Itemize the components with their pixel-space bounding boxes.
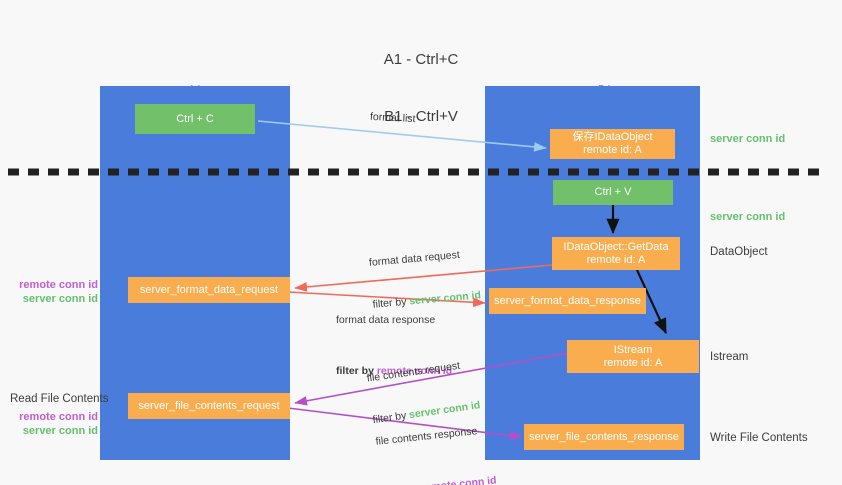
- box-getdata[interactable]: IDataObject::GetData remote id: A: [552, 237, 680, 270]
- edge-label-file-contents-request-text: file contents request: [366, 359, 461, 385]
- right-label-write-file-contents: Write File Contents: [710, 432, 808, 444]
- edge-label-format-data-request-text: format data request: [368, 248, 461, 269]
- box-server-file-contents-request[interactable]: server_file_contents_request: [128, 393, 290, 419]
- box-save-idataobject-line2: remote id: A: [583, 144, 642, 156]
- edge-label-file-contents-response-filter: filter by remote conn id: [380, 473, 497, 485]
- filter-value-2: remote conn id: [376, 365, 453, 377]
- title-line-1: A1 - Ctrl+C: [383, 51, 459, 68]
- edge-label-format-data-response-text: format data response: [336, 314, 436, 326]
- edge-label-format-data-response: format data response filter by remote co…: [336, 285, 452, 406]
- box-save-idataobject-line1: 保存IDataObject: [572, 131, 653, 143]
- right-label-server-conn-id-1: server conn id: [710, 133, 786, 145]
- edge-label-format-data-response-filter: filter by remote conn id: [336, 364, 452, 378]
- box-getdata-line2: remote id: A: [586, 253, 646, 266]
- right-label-istream: Istream: [710, 351, 749, 363]
- left-label-server-conn-id-1: server conn id: [22, 293, 98, 305]
- box-server-file-contents-response[interactable]: server_file_contents_response: [524, 424, 684, 450]
- left-label-group-1: remote conn id server conn id: [10, 278, 98, 306]
- edge-label-format-list: format list: [369, 110, 416, 126]
- box-istream-line1: IStream: [613, 343, 653, 356]
- left-label-server-conn-id-2: server conn id: [22, 425, 98, 437]
- box-server-format-data-request[interactable]: server_format_data_request: [128, 277, 290, 303]
- filter-prefix-2: filter by: [336, 365, 377, 377]
- box-istream-line2: remote id: A: [603, 356, 663, 369]
- box-getdata-line1: IDataObject::GetData: [563, 240, 669, 253]
- left-label-remote-conn-id-1: remote conn id: [19, 279, 98, 291]
- right-label-dataobject: DataObject: [710, 246, 768, 258]
- box-istream[interactable]: IStream remote id: A: [567, 340, 699, 373]
- filter-value-4: remote conn id: [420, 474, 498, 485]
- box-ctrl-v[interactable]: Ctrl + V: [553, 180, 673, 205]
- box-ctrl-c[interactable]: Ctrl + C: [135, 104, 255, 134]
- right-label-server-conn-id-2: server conn id: [710, 211, 786, 223]
- edge-label-file-contents-response: file contents response filter by remote …: [372, 395, 500, 485]
- left-label-remote-conn-id-2: remote conn id: [19, 411, 98, 423]
- edge-label-file-contents-response-text: file contents response: [375, 425, 478, 448]
- box-server-format-data-response[interactable]: server_format_data_response: [489, 288, 646, 314]
- box-save-idataobject[interactable]: 保存IDataObject remote id: A: [550, 129, 675, 159]
- left-label-group-2: remote conn id server conn id: [10, 410, 98, 438]
- left-label-read-file-contents: Read File Contents: [10, 393, 109, 405]
